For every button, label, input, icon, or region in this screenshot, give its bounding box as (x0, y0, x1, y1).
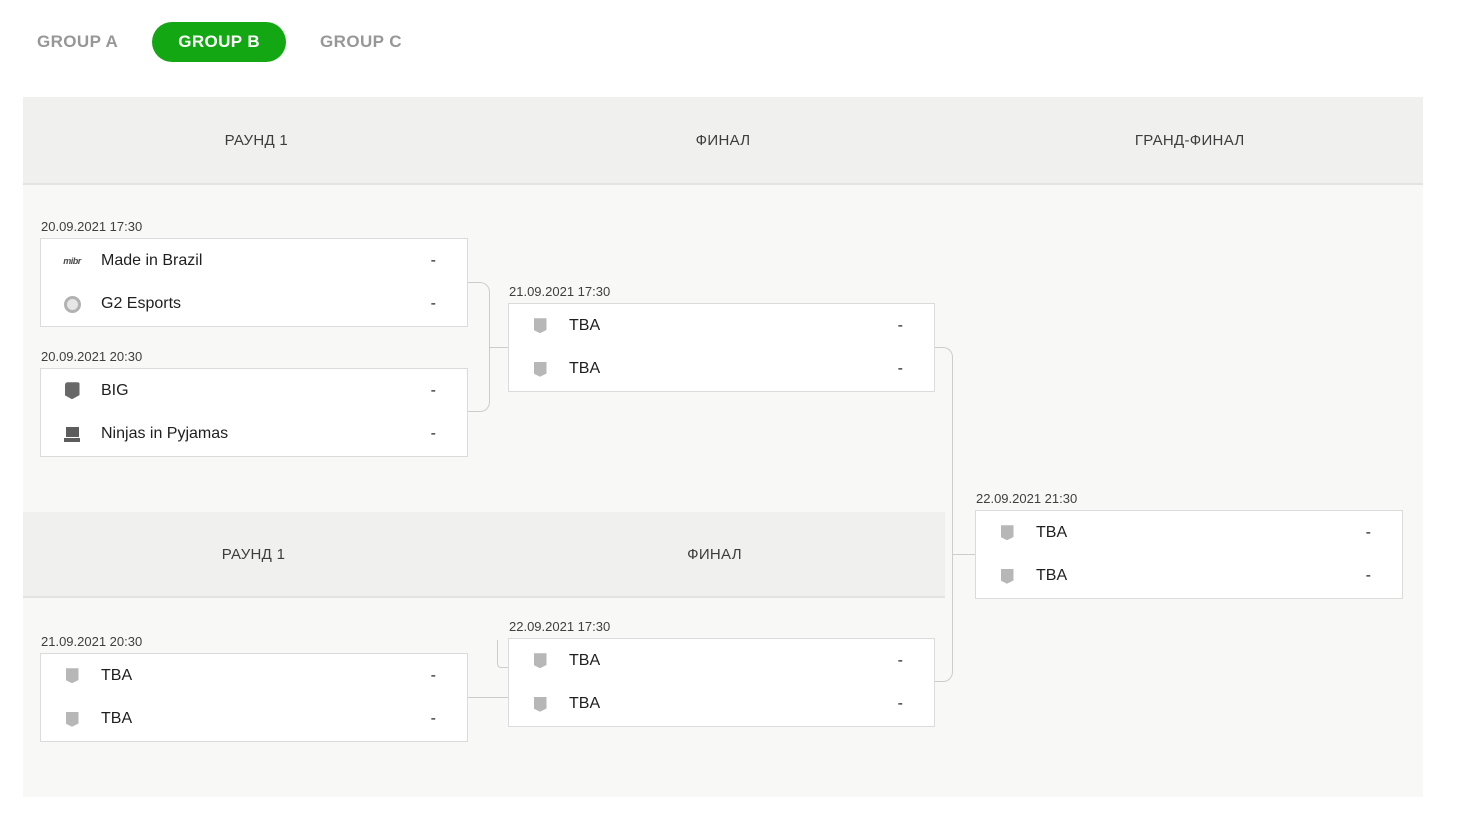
connector-upper-semis-to-final (468, 282, 490, 412)
team-score: - (430, 381, 436, 399)
tba-shield-icon (529, 653, 551, 669)
column-header-final: ФИНАЛ (695, 131, 751, 149)
match-upper-round1-2: 20.09.2021 20:30 BIG - Ninjas in Pyjamas… (40, 349, 468, 457)
connector-upper-final-feed-line (490, 347, 508, 348)
g2-logo-icon (61, 295, 83, 313)
team-name: TBA (569, 651, 601, 669)
team-row: TBA - (509, 639, 934, 683)
column-header-lower-final: ФИНАЛ (687, 545, 742, 563)
match-card[interactable]: BIG - Ninjas in Pyjamas - (40, 368, 468, 457)
match-card[interactable]: TBA - TBA - (975, 510, 1403, 599)
team-score: - (430, 425, 436, 443)
team-name: Ninjas in Pyjamas (101, 425, 229, 443)
column-header-lower-round1: РАУНД 1 (221, 545, 286, 563)
team-row: TBA - (976, 511, 1402, 555)
team-score: - (430, 710, 436, 728)
tba-shield-icon (996, 525, 1018, 541)
team-score: - (897, 651, 903, 669)
team-name: TBA (569, 695, 601, 713)
team-score: - (897, 695, 903, 713)
tab-group-b-active[interactable]: GROUP B (152, 22, 287, 62)
team-row: BIG - (41, 369, 467, 413)
mibr-logo-icon: mibr (63, 255, 81, 266)
team-score: - (897, 316, 903, 334)
team-row: TBA - (509, 683, 934, 727)
tba-shield-icon (529, 361, 551, 377)
connector-grand-final-feed-line (953, 554, 975, 555)
team-row: TBA - (509, 348, 934, 392)
connector-drop-to-lower-final (497, 640, 508, 668)
team-row: TBA - (41, 698, 467, 742)
match-datetime: 22.09.2021 21:30 (976, 491, 1078, 506)
match-card[interactable]: TBA - TBA - (508, 303, 935, 392)
team-name: TBA (1036, 567, 1068, 585)
tba-shield-icon (996, 568, 1018, 584)
match-card[interactable]: TBA - TBA - (508, 638, 935, 727)
group-tabs: GROUP A GROUP B GROUP C (37, 22, 402, 62)
big-logo-icon (61, 382, 83, 400)
team-score: - (897, 360, 903, 378)
match-datetime: 21.09.2021 20:30 (41, 634, 143, 649)
team-row: G2 Esports - (41, 283, 467, 327)
team-score: - (430, 251, 436, 269)
match-upper-round1-1: 20.09.2021 17:30 mibr Made in Brazil - G… (40, 219, 468, 327)
match-card[interactable]: mibr Made in Brazil - G2 Esports - (40, 238, 468, 327)
connector-lower-round1-to-final (468, 697, 508, 698)
match-datetime: 20.09.2021 17:30 (41, 219, 143, 234)
team-name: TBA (101, 710, 133, 728)
match-datetime: 20.09.2021 20:30 (41, 349, 143, 364)
team-name: BIG (101, 381, 129, 399)
team-score: - (1365, 567, 1371, 585)
column-header-round1: РАУНД 1 (224, 131, 289, 149)
nip-logo-icon (61, 426, 83, 442)
match-card[interactable]: TBA - TBA - (40, 653, 468, 742)
team-name: TBA (101, 666, 133, 684)
team-name: TBA (569, 360, 601, 378)
connector-finals-to-grand-final (935, 347, 953, 682)
team-name: TBA (569, 316, 601, 334)
team-name: Made in Brazil (101, 251, 203, 269)
team-row: TBA - (41, 654, 467, 698)
tba-shield-icon (61, 668, 83, 684)
team-score: - (1365, 523, 1371, 541)
tba-shield-icon (61, 711, 83, 727)
team-name: G2 Esports (101, 295, 182, 313)
lower-bracket-header: РАУНД 1 ФИНАЛ (23, 512, 945, 598)
bracket-board: РАУНД 1 ФИНАЛ ГРАНД-ФИНАЛ РАУНД 1 ФИНАЛ … (23, 97, 1423, 797)
match-datetime: 22.09.2021 17:30 (509, 619, 611, 634)
tba-shield-icon (529, 696, 551, 712)
match-grand-final: 22.09.2021 21:30 TBA - TBA - (975, 491, 1403, 599)
match-lower-round1: 21.09.2021 20:30 TBA - TBA - (40, 634, 468, 742)
team-row: TBA - (976, 555, 1402, 599)
tab-group-c[interactable]: GROUP C (320, 32, 402, 51)
tba-shield-icon (529, 318, 551, 334)
team-row: mibr Made in Brazil - (41, 239, 467, 283)
match-datetime: 21.09.2021 17:30 (509, 284, 611, 299)
column-header-grand-final: ГРАНД-ФИНАЛ (1134, 131, 1245, 149)
match-upper-final: 21.09.2021 17:30 TBA - TBA - (508, 284, 935, 392)
match-lower-final: 22.09.2021 17:30 TBA - TBA - (508, 619, 935, 727)
upper-bracket-header: РАУНД 1 ФИНАЛ ГРАНД-ФИНАЛ (23, 97, 1423, 185)
tab-group-a[interactable]: GROUP A (37, 32, 119, 51)
team-row: Ninjas in Pyjamas - (41, 413, 467, 457)
team-score: - (430, 666, 436, 684)
team-name: TBA (1036, 523, 1068, 541)
team-row: TBA - (509, 304, 934, 348)
team-score: - (430, 295, 436, 313)
